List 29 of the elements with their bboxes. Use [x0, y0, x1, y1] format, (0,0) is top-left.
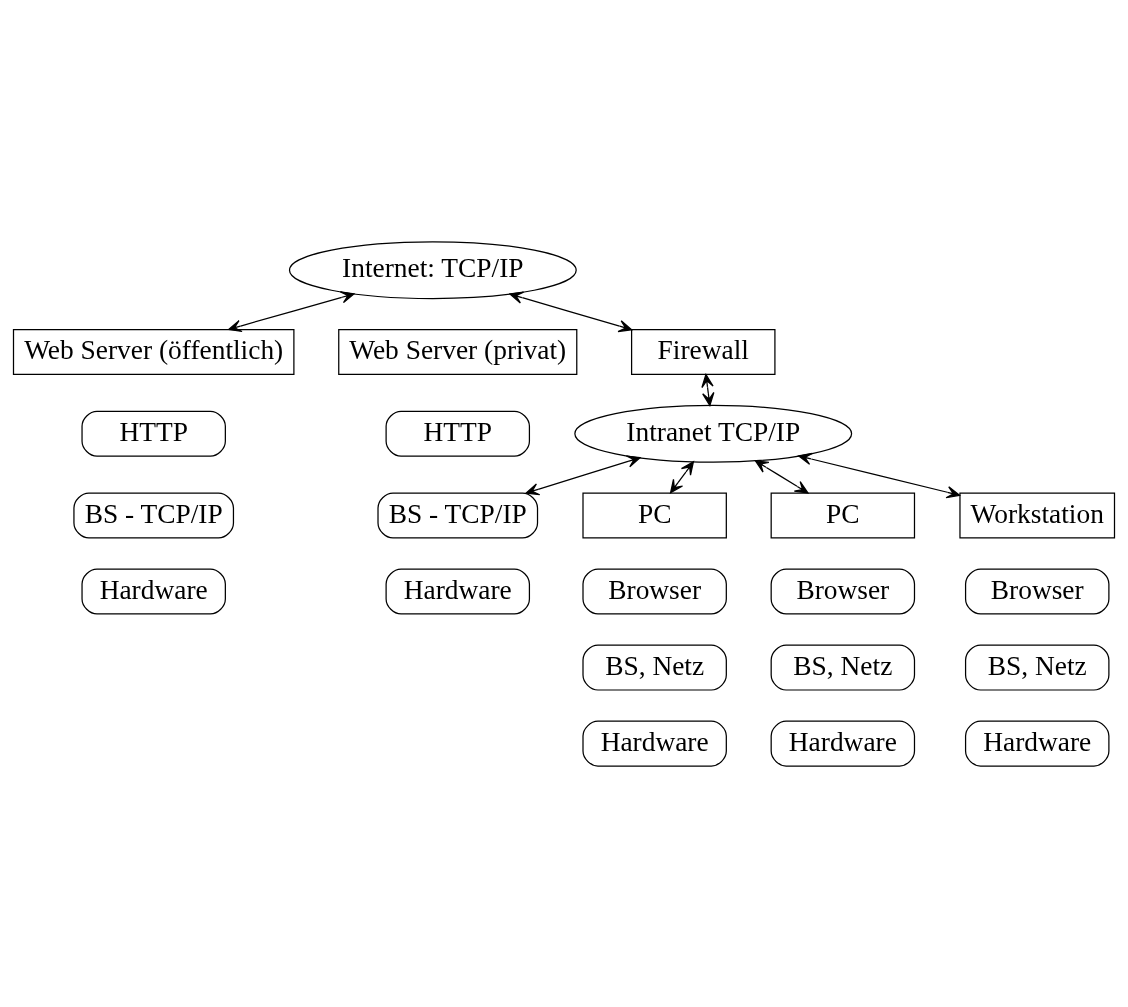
node-box: BS - TCP/IP	[73, 491, 235, 539]
arrow	[509, 291, 633, 332]
node-box: Web Server (privat)	[338, 328, 578, 375]
node-box: PC	[582, 491, 727, 539]
arrow	[525, 454, 641, 495]
node-box: HTTP	[81, 410, 226, 457]
node-box: Hardware	[770, 720, 916, 767]
node-box: PC	[770, 491, 916, 539]
node-box: Hardware	[582, 720, 727, 767]
arrow	[669, 460, 695, 493]
node-box: Browser	[770, 568, 916, 615]
arrow	[754, 459, 809, 494]
arrow	[227, 290, 355, 332]
node-box: BS, Netz	[964, 644, 1110, 691]
node-box: Hardware	[964, 720, 1110, 767]
node-box: BS - TCP/IP	[377, 491, 539, 539]
node-box: Browser	[964, 568, 1110, 615]
node-box: BS, Netz	[770, 644, 916, 691]
node-box: Hardware	[81, 568, 226, 615]
arrow	[701, 373, 715, 406]
node-box: Firewall	[631, 328, 776, 375]
node-box: Browser	[582, 568, 727, 615]
node-ellipse: Internet: TCP/IP	[288, 240, 577, 299]
node-box: Web Server (öffentlich)	[12, 328, 295, 375]
node-box: BS, Netz	[582, 644, 727, 691]
node-box: Hardware	[385, 568, 531, 615]
arrow	[798, 452, 961, 498]
node-box: HTTP	[385, 410, 531, 457]
node-box: Workstation	[959, 491, 1116, 539]
